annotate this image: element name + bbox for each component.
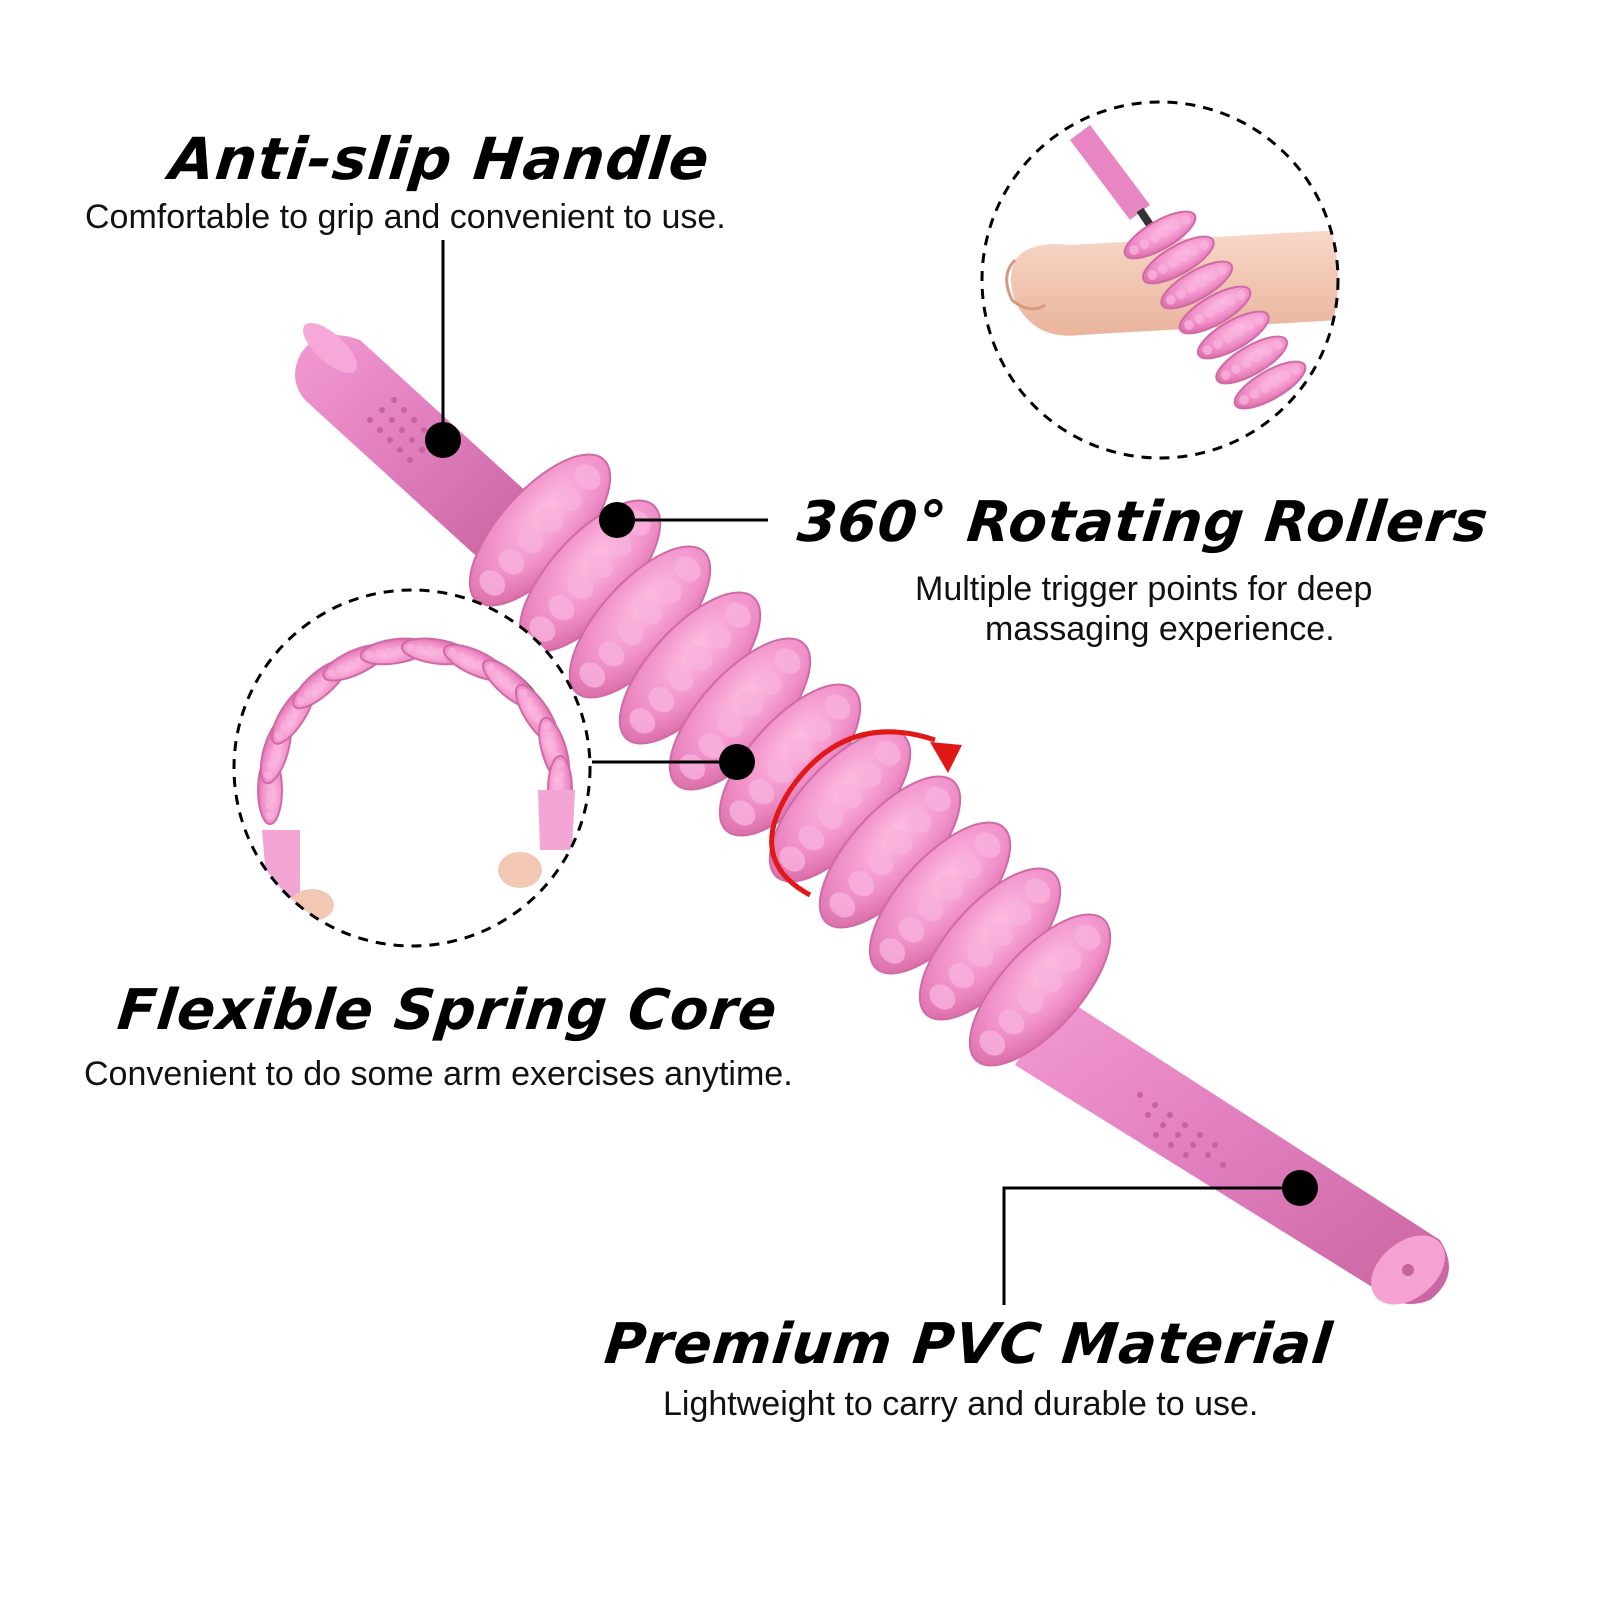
- handle-description: Comfortable to grip and convenient to us…: [85, 198, 726, 236]
- grip-dots: [367, 397, 427, 463]
- roller: [518, 499, 662, 653]
- massage-stick: [295, 322, 1449, 1305]
- bottom-handle: [1015, 995, 1449, 1305]
- callout-dot-icon: [719, 744, 755, 780]
- inset-roller: [1196, 310, 1270, 360]
- material-title: Premium PVC Material: [601, 1312, 1336, 1377]
- inset-roller: [1233, 360, 1307, 410]
- roller: [568, 545, 712, 699]
- rotation-arrow-icon: [769, 729, 962, 898]
- callout-dot-icon: [1282, 1170, 1318, 1206]
- callout-dot-icon: [599, 502, 635, 538]
- spring-title: Flexible Spring Core: [114, 978, 781, 1043]
- grip-dots-bottom: [1137, 1092, 1226, 1168]
- callout-rollers: [599, 502, 768, 538]
- material-description: Lightweight to carry and durable to use.: [663, 1385, 1259, 1423]
- inset-roller: [1178, 285, 1252, 335]
- roller: [918, 867, 1062, 1021]
- roller-stack: [468, 453, 1112, 1067]
- roller: [868, 821, 1012, 975]
- callout-dot-icon: [425, 422, 461, 458]
- roller: [618, 591, 762, 745]
- roller: [668, 637, 812, 791]
- callout-material: [1002, 1170, 1318, 1305]
- callout-handle: [425, 240, 461, 458]
- handle-title: Anti-slip Handle: [166, 125, 714, 193]
- rollers-title: 360° Rotating Rollers: [794, 490, 1492, 555]
- spring-description: Convenient to do some arm exercises anyt…: [84, 1055, 793, 1093]
- roller: [968, 913, 1112, 1067]
- inset-spring-flex: [232, 588, 592, 948]
- roller: [718, 683, 862, 837]
- roller: [818, 775, 962, 929]
- inset-roller: [1123, 210, 1197, 260]
- roller: [768, 729, 912, 883]
- inset-arm-usage: [980, 100, 1340, 460]
- rollers-description-line1: Multiple trigger points for deep: [915, 570, 1373, 608]
- inset-roller: [1160, 260, 1234, 310]
- top-handle: [295, 322, 530, 555]
- rollers-description-line2: massaging experience.: [985, 610, 1335, 648]
- callout-spring: [592, 744, 755, 780]
- inset-roller: [1215, 335, 1289, 385]
- inset-roller: [1141, 235, 1215, 285]
